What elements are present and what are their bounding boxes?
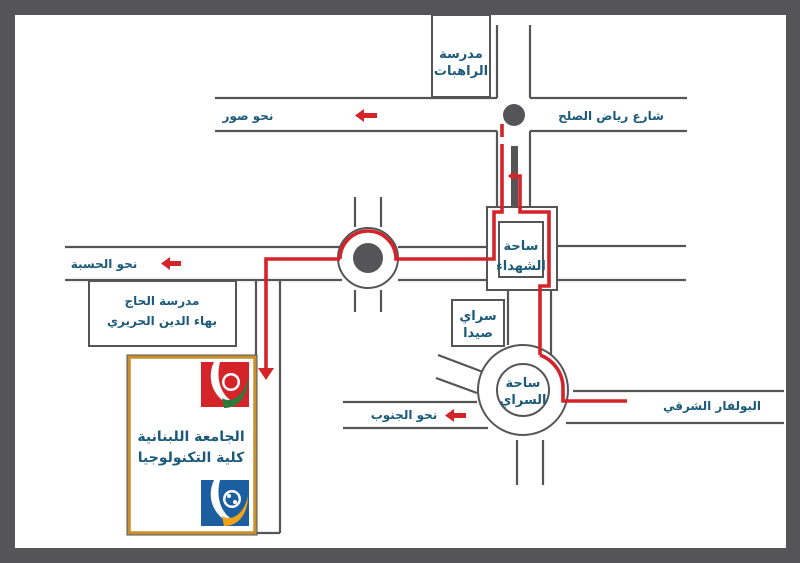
label-hariri-school-line1: مدرسة الحاج [125,294,200,308]
roundabout-north-island [503,104,525,126]
label-martyrs-square-line2: الشهداء [496,259,546,274]
direction-arrow-tyre-icon [355,109,377,122]
label-saray-saida-line2: صيدا [463,326,493,341]
destination-faculty-name: كلية التكنولوجيا [138,450,245,466]
route-into-martyrs-west [398,183,504,261]
label-martyrs-square-line1: ساحة [504,239,539,254]
label-toward-tyre: نحو صور [222,109,274,124]
road-diagonal-upper [437,353,484,374]
hariri-school-box [88,280,237,347]
route-up-to-martyrs [512,174,551,355]
route-path [258,124,627,403]
route-around-west-roundabout [338,229,398,261]
label-rahbat-school-line2: الراهبات [434,64,488,79]
label-saray-square-line1: ساحة [506,376,541,391]
roundabout-west-island [353,243,383,273]
route-to-destination [264,257,340,370]
label-eastern-boulevard: البولفار الشرقي [663,399,761,414]
route-arrow-down-icon [258,368,274,380]
lebanese-university-logo-icon [201,362,249,408]
label-rahbat-school-line1: مدرسة [439,47,483,62]
label-riad-solh-street: شارع رياض الصلح [558,109,664,123]
rahbat-school-box [431,14,491,98]
direction-arrow-south-icon [445,409,466,422]
route-around-saray [539,353,566,403]
label-saray-square-line2: السراي [499,393,546,408]
label-toward-hisbeh: نحو الحسبة [71,257,138,272]
label-saray-saida-line1: سراي [459,309,496,324]
saray-square-inner-ring [496,363,550,417]
direction-arrow-hisbeh-icon [161,257,181,270]
faculty-of-technology-logo-icon [201,480,249,526]
destination-university-name: الجامعة اللبنانية [137,429,244,445]
label-hariri-school-line2: بهاء الدين الحريري [107,314,217,328]
saray-saida-box [451,299,505,347]
martyrs-square-inner [498,221,544,278]
label-toward-south: نحو الجنوب [371,408,438,423]
route-arrow-left-icon [508,171,514,181]
median-divider [511,146,518,210]
road-diagonal-lower [435,376,478,395]
